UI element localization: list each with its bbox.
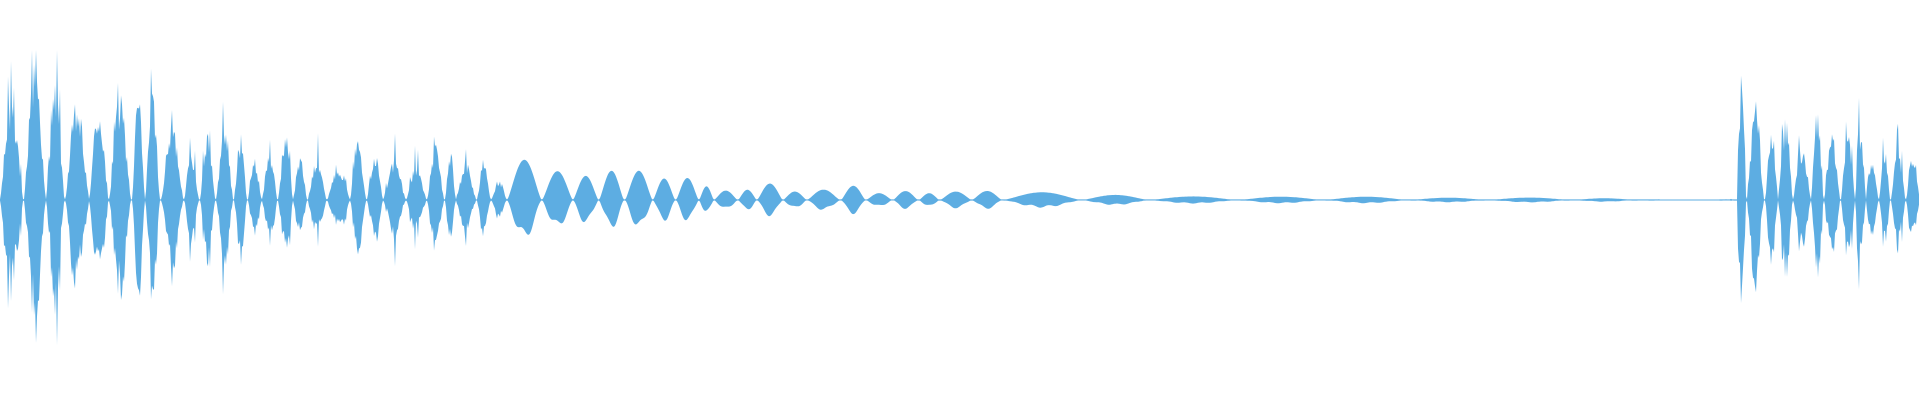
waveform-lower-path: [0, 200, 1919, 346]
waveform-upper-path: [0, 50, 1919, 200]
waveform-lower-envelope: [0, 200, 1919, 346]
waveform-upper-envelope: [0, 50, 1919, 201]
